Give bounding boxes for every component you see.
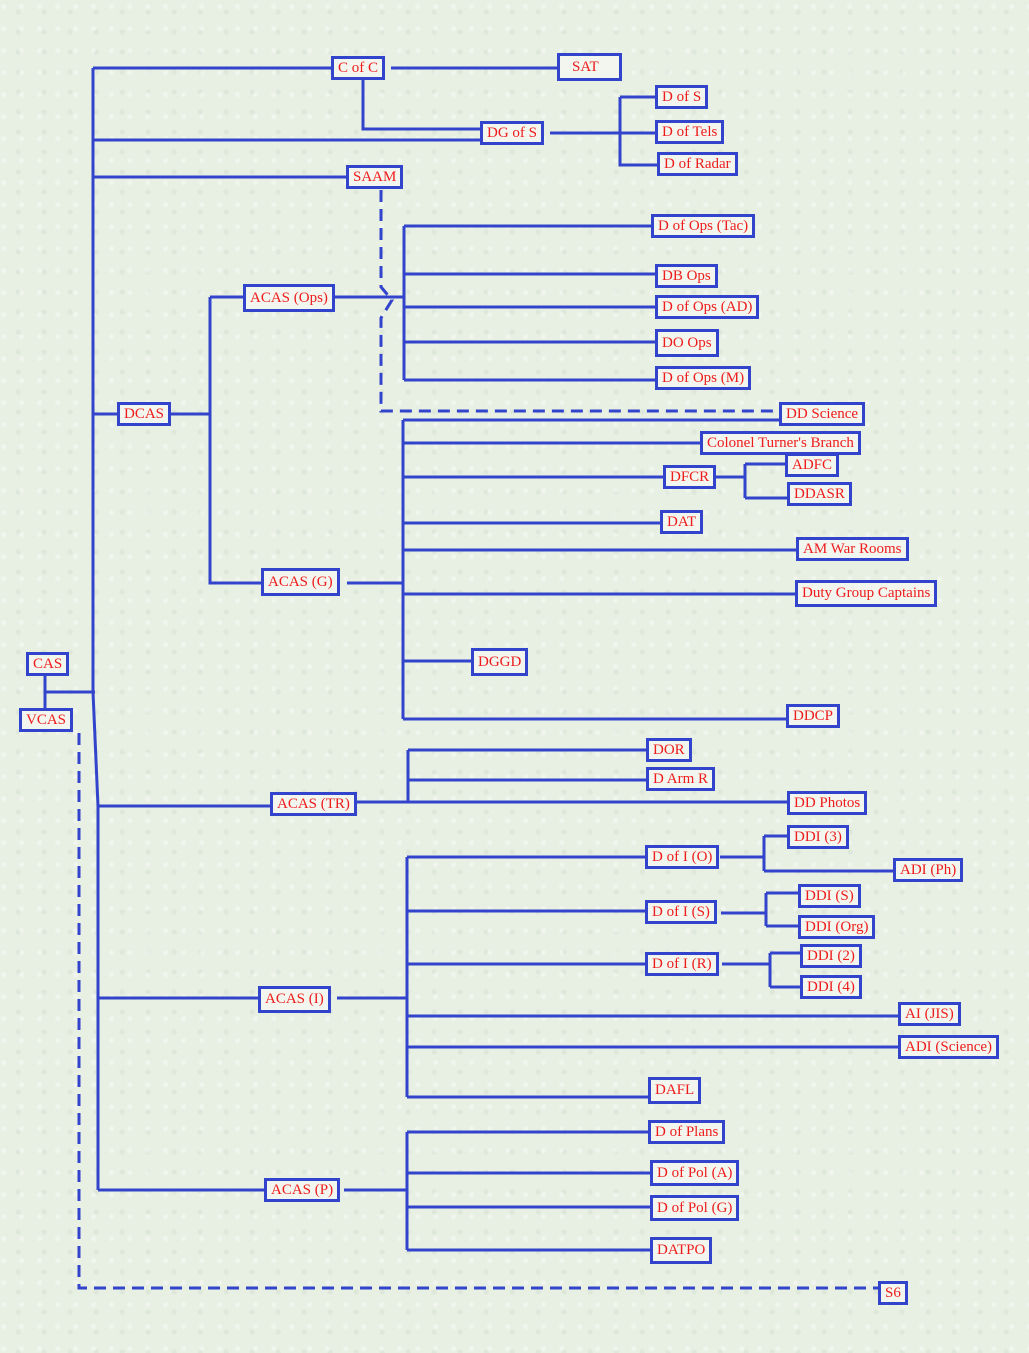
node-ddi-s[interactable]: DDI (S) — [798, 884, 861, 908]
node-duty-group-captains[interactable]: Duty Group Captains — [795, 580, 938, 607]
node-d-of-pol-g[interactable]: D of Pol (G) — [650, 1195, 740, 1221]
node-cas[interactable]: CAS — [26, 652, 70, 676]
node-ddasr[interactable]: DDASR — [787, 482, 852, 506]
node-db-ops[interactable]: DB Ops — [655, 264, 718, 288]
node-d-arm-r[interactable]: D Arm R — [646, 767, 716, 791]
node-d-of-tels[interactable]: D of Tels — [655, 120, 725, 144]
node-d-of-pol-a[interactable]: D of Pol (A) — [650, 1160, 740, 1186]
node-d-of-plans[interactable]: D of Plans — [648, 1120, 726, 1144]
node-dor[interactable]: DOR — [646, 738, 692, 762]
node-d-of-ops-ad[interactable]: D of Ops (AD) — [655, 295, 760, 319]
node-dg-of-s[interactable]: DG of S — [480, 121, 545, 145]
node-dggd[interactable]: DGGD — [471, 648, 529, 676]
node-dcas[interactable]: DCAS — [117, 402, 172, 426]
node-d-of-radar[interactable]: D of Radar — [657, 152, 738, 176]
node-dafl[interactable]: DAFL — [648, 1077, 702, 1104]
node-dd-photos[interactable]: DD Photos — [787, 791, 868, 815]
node-saam[interactable]: SAAM — [346, 165, 404, 189]
node-sat[interactable]: SAT — [557, 53, 622, 81]
node-d-of-ops-tac[interactable]: D of Ops (Tac) — [651, 214, 756, 238]
node-s6[interactable]: S6 — [878, 1281, 908, 1305]
node-ddi-4[interactable]: DDI (4) — [800, 975, 862, 999]
node-ddcp[interactable]: DDCP — [786, 704, 841, 728]
node-dat[interactable]: DAT — [660, 510, 704, 534]
node-d-of-i-r[interactable]: D of I (R) — [645, 952, 719, 976]
node-acas-i[interactable]: ACAS (I) — [258, 986, 331, 1013]
node-d-of-i-o[interactable]: D of I (O) — [645, 845, 720, 869]
node-d-of-i-s[interactable]: D of I (S) — [645, 900, 717, 924]
node-vcas[interactable]: VCAS — [19, 708, 74, 732]
node-dfcr[interactable]: DFCR — [663, 465, 717, 489]
node-adi-ph[interactable]: ADI (Ph) — [893, 858, 964, 882]
node-colonel-turners-branch[interactable]: Colonel Turner's Branch — [700, 431, 861, 455]
node-acas-ops[interactable]: ACAS (Ops) — [243, 284, 335, 312]
node-acas-p[interactable]: ACAS (P) — [264, 1178, 341, 1202]
node-d-of-s[interactable]: D of S — [655, 85, 709, 109]
node-c-of-c[interactable]: C of C — [331, 56, 386, 80]
node-datpo[interactable]: DATPO — [650, 1237, 713, 1264]
node-ddi-3[interactable]: DDI (3) — [787, 825, 849, 849]
node-acas-tr[interactable]: ACAS (TR) — [270, 792, 357, 816]
node-acas-g[interactable]: ACAS (G) — [261, 568, 340, 596]
node-d-of-ops-m[interactable]: D of Ops (M) — [655, 366, 752, 390]
node-ddi-org[interactable]: DDI (Org) — [798, 915, 876, 939]
node-adi-science[interactable]: ADI (Science) — [898, 1035, 1000, 1059]
node-am-war-rooms[interactable]: AM War Rooms — [796, 537, 909, 561]
node-do-ops[interactable]: DO Ops — [655, 329, 719, 357]
node-ddi-2[interactable]: DDI (2) — [800, 944, 862, 968]
node-ai-jis[interactable]: AI (JIS) — [898, 1002, 961, 1026]
node-adfc[interactable]: ADFC — [785, 453, 840, 477]
node-dd-science[interactable]: DD Science — [779, 402, 866, 426]
